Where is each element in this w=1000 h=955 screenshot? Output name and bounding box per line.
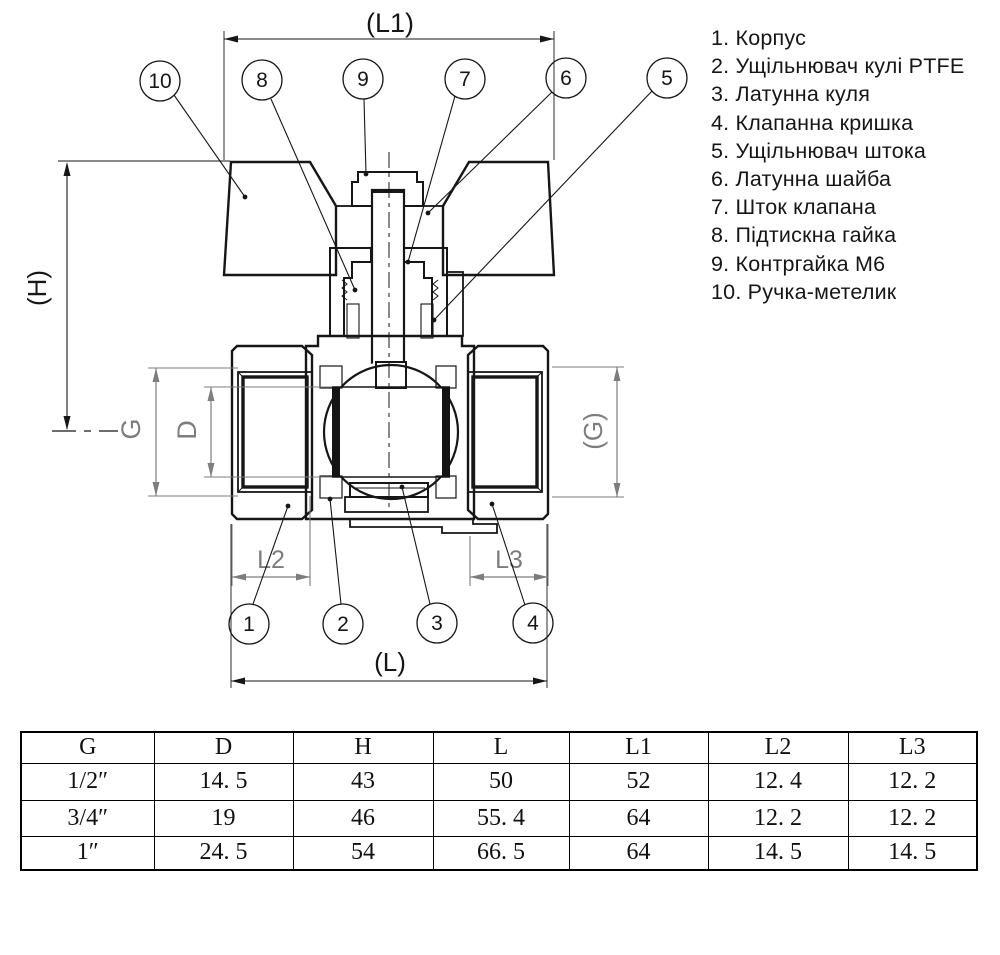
spec-cell: 66. 5: [432, 835, 570, 871]
spec-cell: 43: [292, 762, 434, 801]
parts-list-item: 6. Латунна шайба: [711, 167, 892, 192]
callout-7: 7: [444, 58, 486, 100]
spec-cell: 12. 2: [707, 799, 849, 837]
dimension-label-l: (L): [374, 647, 406, 677]
spec-cell: 52: [568, 762, 709, 801]
spec-header: L3: [847, 731, 978, 764]
svg-text:10: 10: [148, 70, 171, 93]
spec-cell: 19: [153, 799, 294, 837]
parts-list-item: 1. Корпус: [711, 26, 807, 50]
callout-3: 3: [416, 602, 458, 644]
spec-row: 1″ 24. 5 54 66. 5 64 14. 5 14. 5: [20, 835, 978, 871]
parts-list-item: 8. Підтискна гайка: [711, 223, 897, 248]
dimension-l3: L3: [469, 524, 549, 586]
svg-text:5: 5: [661, 67, 673, 90]
svg-text:3: 3: [431, 612, 443, 635]
dimension-h: (H): [22, 160, 230, 432]
dimension-label-l3: L3: [495, 546, 523, 574]
dimension-g-left: G: [116, 367, 238, 497]
spec-table: G D H L L1 L2 L3 1/2″ 14. 5 43 50 52 12.…: [20, 731, 978, 871]
parts-list-item: 4. Клапанна кришка: [711, 110, 914, 135]
valve-stem: [370, 188, 406, 389]
parts-list-item: 9. Контргайка М6: [711, 251, 886, 276]
spec-header: H: [292, 731, 434, 764]
valve-body: [304, 334, 498, 534]
callout-bubbles: 10 8 9 7 6 5 1 2 3 4: [139, 57, 688, 645]
dimension-l: (L): [230, 524, 548, 688]
callout-4: 4: [512, 602, 554, 644]
spec-cell: 55. 4: [432, 799, 570, 837]
parts-list-item: 2. Ущільнювач кулі PTFE: [711, 54, 965, 79]
spec-cell: 50: [432, 762, 570, 801]
callout-6: 6: [545, 57, 587, 99]
spec-row: 1/2″ 14. 5 43 50 52 12. 4 12. 2: [20, 762, 978, 801]
dimension-label-h: (H): [22, 270, 52, 306]
parts-list-item: 3. Латунна куля: [711, 82, 871, 107]
svg-text:2: 2: [337, 613, 349, 636]
brass-ball: [322, 363, 460, 501]
spec-cell: 12. 2: [847, 799, 978, 837]
spec-header: L: [432, 731, 570, 764]
spec-cell: 12. 4: [707, 762, 849, 801]
spec-cell: 46: [292, 799, 434, 837]
callout-9: 9: [342, 58, 384, 100]
spec-cell: 64: [568, 835, 709, 871]
dimension-d: D: [172, 386, 332, 478]
spec-cell: 54: [292, 835, 434, 871]
dimension-l2: L2: [231, 496, 311, 586]
callout-5: 5: [646, 57, 688, 99]
spec-header: G: [20, 731, 155, 764]
parts-list-item: 10. Ручка-метелик: [711, 279, 897, 304]
svg-text:9: 9: [357, 68, 369, 91]
callout-10: 10: [139, 60, 181, 102]
dimension-label-d: D: [172, 420, 202, 440]
spec-cell: 1″: [20, 835, 155, 871]
left-end-cap: [230, 344, 314, 521]
spec-header: L1: [568, 731, 709, 764]
svg-text:4: 4: [527, 612, 539, 635]
right-end-cap: [466, 344, 550, 521]
dimension-label-l2: L2: [257, 546, 285, 574]
dimension-label-l1: (L1): [366, 8, 414, 38]
spec-table-container: G D H L L1 L2 L3 1/2″ 14. 5 43 50 52 12.…: [20, 731, 978, 871]
dimension-label-g-left: G: [116, 418, 146, 439]
spec-header-row: G D H L L1 L2 L3: [20, 731, 978, 764]
dimension-l1: (L1): [223, 8, 555, 160]
parts-list: 1. Корпус 2. Ущільнювач кулі PTFE 3. Лат…: [711, 24, 964, 306]
svg-text:1: 1: [243, 613, 255, 636]
stem-tang: [375, 361, 407, 389]
dimension-g-right: (G): [552, 366, 624, 498]
callout-2: 2: [322, 603, 364, 645]
callout-8: 8: [241, 59, 283, 101]
parts-list-item: 7. Шток клапана: [711, 195, 877, 220]
spec-cell: 1/2″: [20, 762, 155, 801]
svg-text:6: 6: [560, 67, 572, 90]
dimension-label-g-right: (G): [578, 412, 608, 450]
callout-leaders: [173, 90, 653, 606]
spec-cell: 14. 5: [707, 835, 849, 871]
svg-text:8: 8: [256, 69, 268, 92]
spec-cell: 14. 5: [847, 835, 978, 871]
spec-header: L2: [707, 731, 849, 764]
spec-cell: 64: [568, 799, 709, 837]
spec-header: D: [153, 731, 294, 764]
spec-cell: 3/4″: [20, 799, 155, 837]
stem-assembly: [351, 171, 424, 389]
valve-technical-drawing: (L1) (H) (L) G: [22, 8, 688, 688]
body-bottom-boss: [349, 518, 498, 534]
parts-list-item: 5. Ущільнювач штока: [711, 138, 927, 163]
callout-1: 1: [228, 603, 270, 645]
stem-seal-left: [346, 303, 360, 339]
spec-cell: 24. 5: [153, 835, 294, 871]
spec-row: 3/4″ 19 46 55. 4 64 12. 2 12. 2: [20, 799, 978, 837]
spec-cell: 14. 5: [153, 762, 294, 801]
svg-text:7: 7: [459, 68, 471, 91]
spec-cell: 12. 2: [847, 762, 978, 801]
